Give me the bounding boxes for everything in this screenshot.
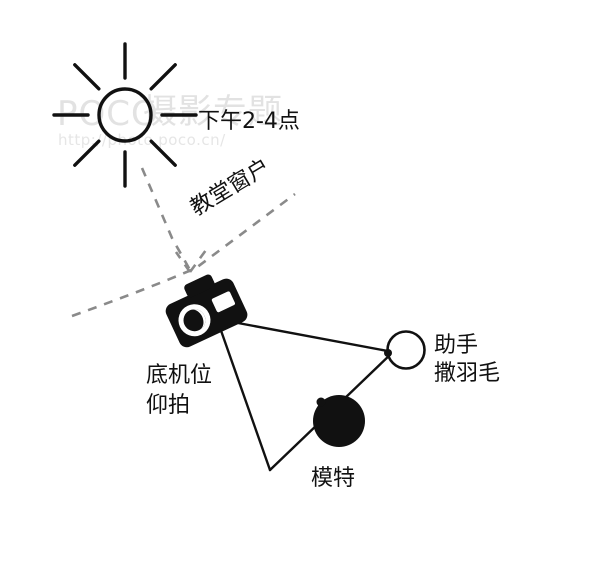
assistant-hand-dot (384, 349, 392, 357)
camera-icon (165, 274, 248, 348)
sunlight-path (140, 167, 192, 271)
assistant-circle (386, 330, 426, 370)
model-marker (313, 395, 365, 447)
church-window-label: 教堂窗户 (186, 154, 274, 221)
watermark-brand-cn: 摄影专题 (143, 92, 283, 132)
model-head-bump (316, 397, 326, 407)
church-window-line (71, 192, 296, 318)
camera-lens-highlight (189, 309, 206, 331)
sun-ray (73, 139, 101, 167)
watermark: POCO 摄影专题 http://photo.poco.cn/ (57, 92, 283, 149)
fov-line-lower (216, 320, 272, 472)
assistant-label-line2: 撒羽毛 (434, 361, 500, 386)
sun-disc (97, 87, 153, 143)
camera-flash (211, 291, 235, 313)
field-of-view (216, 318, 395, 472)
arrowhead-right (188, 249, 208, 273)
watermark-url: http://photo.poco.cn/ (58, 131, 226, 149)
sun-ray (73, 63, 101, 91)
camera-position-label-line1: 底机位 (146, 363, 212, 388)
arrowhead-left (174, 251, 192, 273)
time-of-day-label: 下午2-4点 (198, 109, 300, 134)
model-label: 模特 (311, 466, 355, 491)
sunlight-arrow-group (140, 167, 208, 273)
sun-ray (149, 139, 177, 167)
sun-ray (149, 63, 177, 91)
assistant-marker (384, 330, 426, 370)
fov-line-upper (220, 318, 395, 354)
camera-lens-inner (183, 309, 206, 332)
sun-rays (52, 42, 198, 188)
camera-position-label-line2: 仰拍 (146, 393, 190, 418)
sun-group (52, 42, 198, 188)
camera-top-hump (184, 274, 215, 298)
assistant-label-line1: 助手 (434, 333, 478, 358)
model-circle (313, 395, 365, 447)
